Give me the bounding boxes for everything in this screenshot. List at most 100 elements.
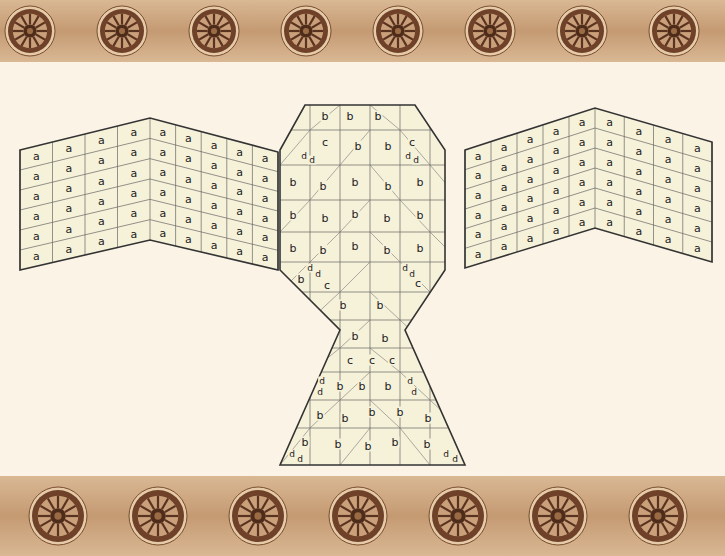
patch-letter: a bbox=[261, 173, 270, 184]
patch-letter: a bbox=[693, 222, 702, 233]
patch-letter: a bbox=[635, 145, 644, 156]
patch-letter: a bbox=[635, 165, 644, 176]
patch-letter: a bbox=[97, 155, 106, 166]
patch-letter: a bbox=[97, 135, 106, 146]
patch-letter: a bbox=[605, 117, 614, 128]
patch-letter: a bbox=[235, 146, 244, 157]
patch-letter: a bbox=[97, 236, 106, 247]
patch-letter: c bbox=[388, 355, 396, 366]
patch-letter: d bbox=[300, 152, 308, 161]
patch-letter: a bbox=[158, 187, 167, 198]
patch-letter: b bbox=[351, 331, 360, 342]
patch-letter: a bbox=[578, 197, 587, 208]
patch-letter: a bbox=[129, 167, 138, 178]
patch-letter: b bbox=[384, 141, 393, 152]
rosette bbox=[29, 487, 87, 545]
patch-letter: b bbox=[289, 177, 298, 188]
patch-letter: d bbox=[412, 156, 420, 165]
patch-letter: a bbox=[129, 208, 138, 219]
patch-letter: a bbox=[635, 225, 644, 236]
patch-letter: b bbox=[416, 210, 425, 221]
patch-letter: a bbox=[605, 157, 614, 168]
patch-letter: b bbox=[374, 111, 383, 122]
patch-letter: a bbox=[578, 217, 587, 228]
patch-letter: b bbox=[364, 441, 373, 452]
patch-letter: b bbox=[358, 381, 367, 392]
patch-letter: b bbox=[334, 439, 343, 450]
patch-letter: b bbox=[321, 111, 330, 122]
wing-outline bbox=[465, 108, 712, 268]
patch-letter: a bbox=[64, 223, 73, 234]
patch-letter: d bbox=[314, 270, 322, 279]
rosette bbox=[329, 487, 387, 545]
patch-letter: a bbox=[32, 231, 41, 242]
patch-letter: b bbox=[383, 245, 392, 256]
patch-letter: d bbox=[316, 388, 324, 397]
patch-letter: d bbox=[404, 152, 412, 161]
patch-letter: a bbox=[578, 137, 587, 148]
patch-letter: a bbox=[578, 117, 587, 128]
patch-letter: a bbox=[605, 177, 614, 188]
patch-letter: a bbox=[500, 142, 509, 153]
rosette bbox=[281, 6, 331, 56]
patch-letter: a bbox=[552, 165, 561, 176]
patch-letter: a bbox=[693, 242, 702, 253]
patch-letter: b bbox=[368, 407, 377, 418]
patch-letter: a bbox=[474, 209, 483, 220]
patch-letter: b bbox=[391, 437, 400, 448]
rosette bbox=[129, 487, 187, 545]
patch-letter: a bbox=[64, 183, 73, 194]
patch-letter: a bbox=[664, 134, 673, 145]
patch-letter: c bbox=[414, 278, 422, 289]
rosette bbox=[189, 6, 239, 56]
body-seams bbox=[270, 100, 470, 470]
patch-letter: a bbox=[184, 173, 193, 184]
wing-fill bbox=[465, 108, 712, 268]
patch-letter: b bbox=[396, 407, 405, 418]
patch-letter: a bbox=[235, 206, 244, 217]
rosette bbox=[557, 6, 607, 56]
bottom-border-band bbox=[0, 476, 725, 556]
patch-letter: a bbox=[184, 193, 193, 204]
patch-letter: c bbox=[368, 355, 376, 366]
patch-letter: a bbox=[500, 221, 509, 232]
patch-letter: a bbox=[261, 192, 270, 203]
rosette bbox=[373, 6, 423, 56]
patch-letter: a bbox=[235, 186, 244, 197]
patch-letter: b bbox=[289, 210, 298, 221]
patch-letter: a bbox=[184, 153, 193, 164]
patch-letter: a bbox=[552, 145, 561, 156]
rosette bbox=[465, 6, 515, 56]
patch-letter: a bbox=[635, 205, 644, 216]
patch-letter: b bbox=[423, 439, 432, 450]
patch-letter: a bbox=[235, 166, 244, 177]
patch-letter: a bbox=[526, 173, 535, 184]
patch-letter: a bbox=[32, 171, 41, 182]
patch-letter: a bbox=[64, 163, 73, 174]
patch-letter: a bbox=[552, 185, 561, 196]
patch-letter: a bbox=[261, 252, 270, 263]
patch-letter: a bbox=[158, 207, 167, 218]
rosette bbox=[629, 487, 687, 545]
patch-letter: b bbox=[316, 410, 325, 421]
patch-letter: a bbox=[693, 182, 702, 193]
rosette bbox=[429, 487, 487, 545]
patch-letter: a bbox=[261, 153, 270, 164]
patch-letter: a bbox=[500, 241, 509, 252]
rosette bbox=[5, 6, 55, 56]
rosette bbox=[649, 6, 699, 56]
rosette bbox=[229, 487, 287, 545]
patch-letter: a bbox=[526, 193, 535, 204]
patch-letter: c bbox=[408, 137, 416, 148]
body-fill bbox=[280, 105, 465, 465]
patch-letter: a bbox=[32, 251, 41, 262]
patch-letter: a bbox=[500, 201, 509, 212]
patch-letter: a bbox=[184, 133, 193, 144]
patch-letter: a bbox=[664, 154, 673, 165]
patch-letter: b bbox=[319, 245, 328, 256]
patch-letter: a bbox=[474, 229, 483, 240]
patch-letter: a bbox=[210, 200, 219, 211]
patch-letter: b bbox=[321, 213, 330, 224]
